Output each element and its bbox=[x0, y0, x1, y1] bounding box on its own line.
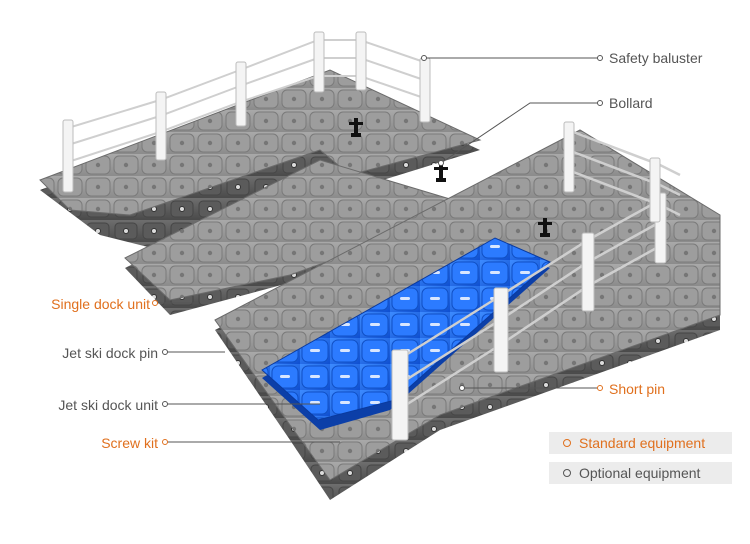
jet-ski-dock bbox=[261, 237, 551, 430]
legend-optional: Optional equipment bbox=[549, 462, 732, 484]
label-jet-ski-dock-unit: Jet ski dock unit bbox=[58, 397, 158, 413]
leader-dots bbox=[152, 55, 603, 445]
legend-standard: Standard equipment bbox=[549, 432, 732, 454]
label-single-dock-unit: Single dock unit bbox=[51, 296, 150, 312]
label-jet-ski-dock-pin: Jet ski dock pin bbox=[62, 345, 158, 361]
label-short-pin: Short pin bbox=[609, 381, 666, 397]
label-bollard: Bollard bbox=[609, 95, 653, 111]
back-dock-platform bbox=[39, 69, 482, 255]
legend-standard-dot-icon bbox=[563, 439, 571, 447]
legend-optional-label: Optional equipment bbox=[579, 465, 701, 481]
legend-optional-dot-icon bbox=[563, 469, 571, 477]
bollard-icons bbox=[349, 118, 552, 237]
leader-bollard bbox=[440, 102, 600, 164]
legend-standard-label: Standard equipment bbox=[579, 435, 706, 451]
label-safety-baluster: Safety baluster bbox=[609, 50, 703, 66]
back-safety-railing bbox=[62, 31, 431, 193]
front-safety-railing bbox=[391, 121, 681, 441]
leader-lines bbox=[155, 57, 600, 443]
label-screw-kit: Screw kit bbox=[101, 435, 158, 451]
